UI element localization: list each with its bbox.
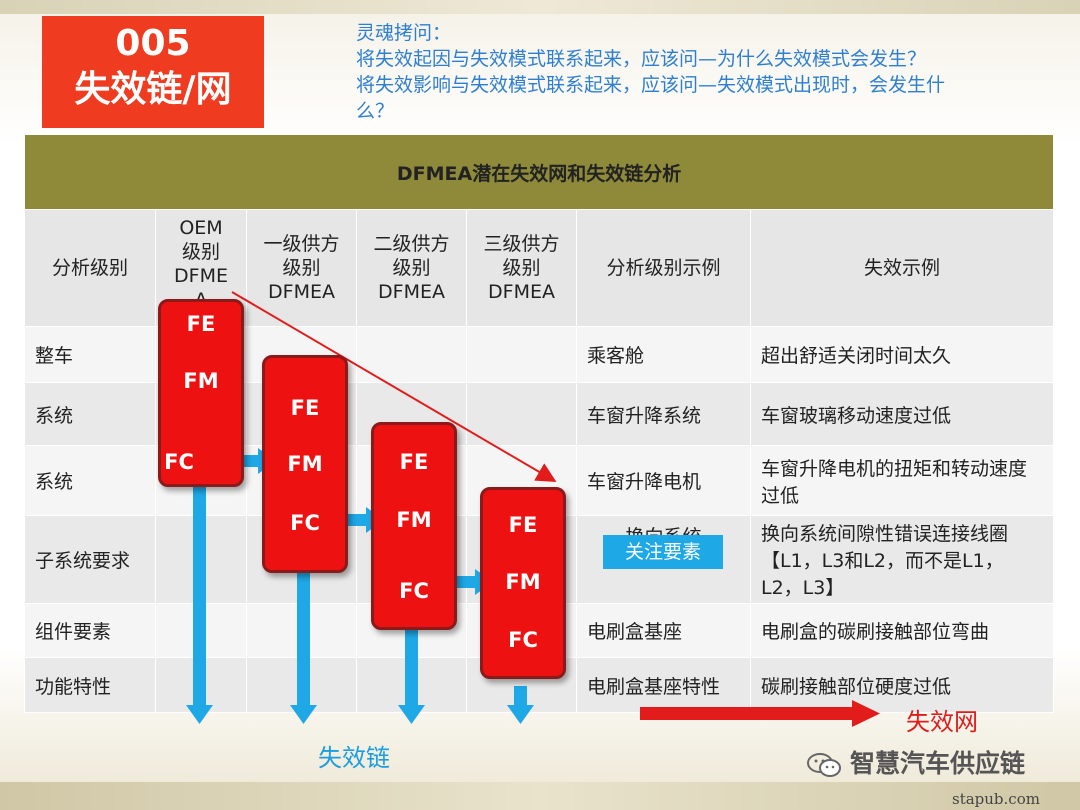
table-row: 功能特性 电刷盒基座特性 碳刷接触部位硬度过低 xyxy=(24,657,1055,713)
col-header-tier1-line: 级别 xyxy=(282,257,321,279)
row-example: 车窗升降电机 xyxy=(576,445,751,516)
fc-label: FC xyxy=(290,511,320,535)
row-example: 车窗升降系统 xyxy=(576,382,751,446)
slide-title-text: 失效链/网 xyxy=(74,69,232,110)
tier3-failure-block: FE FM FC xyxy=(480,487,566,679)
fc-label: FC xyxy=(508,628,538,652)
net-arrow-shaft xyxy=(640,707,852,720)
row-failure: 换向系统间隙性错误连接线圈【L1，L3和L2，而不是L1，L2，L3】 xyxy=(749,515,1055,604)
site-watermark: stapub.com xyxy=(952,790,1040,808)
row-failure: 碳刷接触部位硬度过低 xyxy=(749,657,1055,713)
soul-questions-heading: 灵魂拷问： xyxy=(356,22,452,44)
fm-label: FM xyxy=(505,570,541,594)
focus-element-tag: 关注要素 xyxy=(603,535,723,569)
chain-arrow-shaft xyxy=(514,686,527,705)
chain-arrow-head xyxy=(290,705,317,724)
soul-question-line: 将失效影响与失效模式联系起来，应该问—失效模式出现时，会发生什 xyxy=(356,74,946,96)
col-header-example: 分析级别示例 xyxy=(576,209,751,327)
col-header-tier1: 一级供方 级别 DFMEA xyxy=(246,209,357,327)
col-header-tier2: 二级供方 级别 DFMEA xyxy=(356,209,467,327)
link-arrow-fc-fm xyxy=(437,569,493,595)
chain-arrow-head xyxy=(507,705,534,724)
table-title: DFMEA潜在失效网和失效链分析 xyxy=(23,134,1055,210)
col-header-tier3-line: 级别 xyxy=(502,257,541,279)
row-level: 组件要素 xyxy=(24,603,156,658)
col-header-oem-line: OEM xyxy=(179,217,223,239)
net-arrow-head xyxy=(852,700,880,727)
top-decor-band xyxy=(0,0,1080,14)
fm-label: FM xyxy=(396,508,432,532)
chain-arrow-head xyxy=(398,705,425,724)
fc-label: FC xyxy=(164,450,194,474)
col-header-tier2-line: DFMEA xyxy=(378,281,445,303)
fm-label: FM xyxy=(287,452,323,476)
row-failure: 车窗升降电机的扭矩和转动速度过低 xyxy=(749,445,1055,516)
row-example: 电刷盒基座特性 xyxy=(576,657,751,713)
fe-label: FE xyxy=(508,513,538,537)
soul-questions: 灵魂拷问： 将失效起因与失效模式联系起来，应该问—为什么失效模式会发生？ 将失效… xyxy=(356,20,1036,124)
row-level: 系统 xyxy=(24,382,156,446)
col-header-tier2-line: 级别 xyxy=(392,257,431,279)
oem-failure-block: FE FM FC xyxy=(158,299,244,487)
row-failure: 超出舒适关闭时间太久 xyxy=(749,326,1055,383)
failure-net-diagonal-arrow xyxy=(231,291,557,483)
wechat-account-name: 智慧汽车供应链 xyxy=(850,749,1026,778)
col-header-oem-line: 级别 xyxy=(181,241,220,263)
wechat-icon xyxy=(807,753,841,777)
tier1-failure-block: FE FM FC xyxy=(262,355,348,573)
fc-label: FC xyxy=(399,579,429,603)
row-example: 电刷盒基座 xyxy=(576,603,751,658)
col-header-level: 分析级别 xyxy=(24,209,156,327)
col-header-tier1-line: DFMEA xyxy=(268,281,335,303)
wechat-watermark: 智慧汽车供应链 xyxy=(806,744,1025,780)
row-level: 功能特性 xyxy=(24,657,156,713)
row-level: 整车 xyxy=(24,326,156,383)
col-header-failure: 失效示例 xyxy=(749,209,1055,327)
slide-number: 005 xyxy=(115,23,191,64)
fm-label: FM xyxy=(183,369,219,393)
chain-arrow-shaft xyxy=(405,625,418,705)
soul-question-line: 将失效起因与失效模式联系起来，应该问—为什么失效模式会发生？ xyxy=(356,48,927,70)
row-example: 乘客舱 xyxy=(576,326,751,383)
link-arrow-fc-fm xyxy=(328,507,384,533)
fe-label: FE xyxy=(186,312,216,336)
chain-arrow-shaft xyxy=(297,568,310,705)
row-failure: 电刷盒的碳刷接触部位弯曲 xyxy=(749,603,1055,658)
chain-arrow-head xyxy=(186,705,213,724)
row-failure: 车窗玻璃移动速度过低 xyxy=(749,382,1055,446)
failure-net-label: 失效网 xyxy=(906,708,978,736)
bottom-decor-band xyxy=(0,782,1080,810)
col-header-tier3-line: 三级供方 xyxy=(483,233,560,255)
col-header-tier1-line: 一级供方 xyxy=(263,233,340,255)
col-header-oem-line: DFME xyxy=(174,265,228,287)
chain-arrow-shaft xyxy=(193,480,206,705)
soul-question-line: 么？ xyxy=(356,100,395,122)
fe-label: FE xyxy=(290,396,320,420)
slide-title: 005 失效链/网 xyxy=(42,16,264,128)
col-header-tier3: 三级供方 级别 DFMEA xyxy=(466,209,577,327)
failure-chain-label: 失效链 xyxy=(318,744,390,772)
fe-label: FE xyxy=(399,450,429,474)
col-header-tier3-line: DFMEA xyxy=(488,281,555,303)
tier2-failure-block: FE FM FC xyxy=(371,422,457,630)
row-level: 子系统要求 xyxy=(24,515,156,604)
col-header-tier2-line: 二级供方 xyxy=(373,233,450,255)
